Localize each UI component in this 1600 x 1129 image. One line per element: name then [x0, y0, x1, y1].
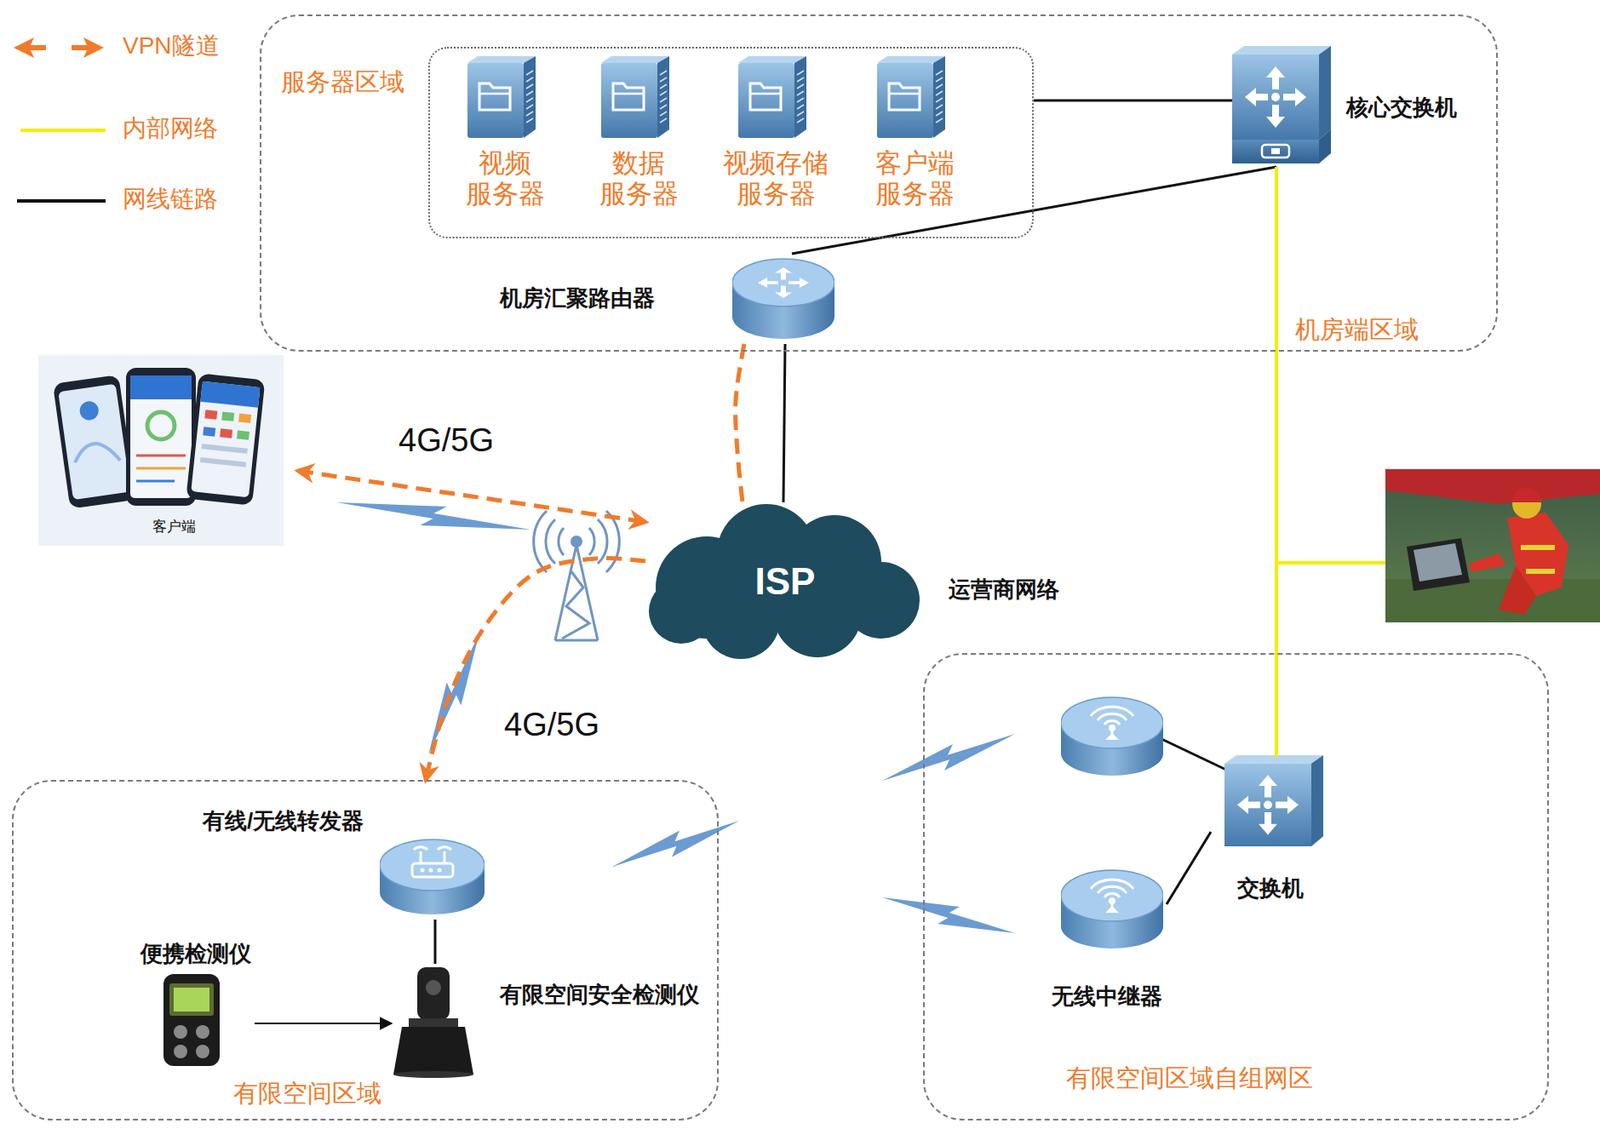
device-label: 便携检测仪: [140, 941, 252, 968]
safety-detector-icon: [393, 967, 474, 1079]
client-phones: [38, 355, 284, 546]
server-node: 数据 服务器: [579, 56, 702, 212]
forwarder-icon: [379, 839, 485, 915]
tower-top: [570, 535, 583, 548]
legend-row: VPN隧道: [11, 28, 259, 67]
repeater-node: 无线中继器: [1047, 866, 1167, 1021]
firefighter-photo: [1385, 469, 1600, 623]
detector-node: 有限空间安全检测仪: [391, 963, 703, 1080]
cell-tower: [533, 510, 620, 641]
internal-link: [1274, 166, 1279, 757]
lightning-bolt: [882, 734, 1016, 781]
internal-branch: [1274, 561, 1386, 565]
detector-node: 便携检测仪: [137, 941, 255, 1070]
server-icon: [467, 56, 536, 138]
server-label: 客户端 服务器: [854, 148, 975, 209]
router-icon: [732, 258, 835, 339]
server-node: 视频 服务器: [445, 56, 568, 212]
legend-sample: [11, 111, 108, 150]
device-label: 无线中继器: [1051, 984, 1163, 1010]
device-label: 运营商网络: [948, 577, 1060, 603]
server-icon: [601, 56, 670, 138]
client-node: 客户端: [38, 355, 299, 550]
legend-line: [20, 128, 106, 132]
legend-arrow: [71, 37, 104, 58]
lightning-bolt: [612, 820, 740, 867]
wireless-bolts: [336, 502, 1016, 934]
lightning-bolt: [882, 897, 1016, 934]
lightning-bolt: [428, 632, 480, 756]
server-icon: [738, 56, 807, 138]
region-box: 机房端区域服务器区域视频 服务器数据 服务器视频存储 服务器客户端 服务器核心交…: [259, 14, 1498, 352]
region-label: 服务器区域: [281, 68, 405, 97]
legend: VPN隧道内部网络网线链路: [11, 0, 259, 239]
isp-node: ISP 运营商网络: [645, 502, 1089, 656]
server-icon: [877, 56, 946, 138]
edge-label: 4G/5G: [504, 706, 600, 745]
region-label: 有限空间区域自组网区: [1066, 1064, 1314, 1093]
image-caption: 客户端: [134, 518, 213, 536]
region-box: 有限空间区域 有线/无线转发器便携检测仪有限空间安全检测仪: [11, 779, 719, 1121]
router-node: 机房汇聚路由器: [499, 253, 837, 345]
cable-link: [791, 166, 1277, 254]
server-label: 视频 服务器: [445, 148, 565, 209]
isp-cloud: [648, 504, 920, 660]
legend-label: VPN隧道: [122, 32, 220, 60]
region-label: 机房端区域: [1295, 315, 1419, 345]
core-switch-node: 核心交换机: [1232, 45, 1488, 167]
device-label: 有限空间安全检测仪: [499, 982, 700, 1009]
device-label: 交换机: [1237, 876, 1304, 902]
server-node: 视频存储 服务器: [716, 56, 839, 212]
arrow-link: [254, 1022, 392, 1025]
vpn-tunnel: [425, 558, 646, 780]
device-label: 有线/无线转发器: [202, 808, 364, 835]
cable-link: [1033, 99, 1233, 103]
lightning-bolt: [336, 502, 531, 530]
legend-arrow: [13, 37, 46, 58]
region-label: 有限空间区域: [233, 1079, 382, 1108]
server-label: 视频存储 服务器: [716, 148, 836, 209]
device-label: 机房汇聚路由器: [499, 286, 655, 312]
legend-label: 内部网络: [122, 114, 218, 143]
forwarder-node: 有线/无线转发器: [202, 808, 489, 920]
server-node: 客户端 服务器: [854, 56, 978, 212]
core-switch-icon: [1232, 45, 1331, 164]
legend-row: 网线链路: [11, 182, 259, 220]
legend-label: 网线链路: [122, 185, 218, 213]
device-label: 核心交换机: [1346, 95, 1457, 121]
vpn-tunnel: [298, 470, 646, 522]
switch-icon: [1224, 755, 1324, 847]
repeater-icon: [1060, 870, 1164, 949]
legend-line: [17, 199, 106, 203]
vpn-tunnel: [735, 344, 745, 503]
cable-link: [783, 344, 786, 503]
server-area-box: 服务器区域视频 服务器数据 服务器视频存储 服务器客户端 服务器: [428, 46, 1034, 239]
legend-sample: [11, 182, 108, 220]
edge-label: 4G/5G: [398, 422, 494, 460]
cloud-label: ISP: [734, 560, 837, 604]
region-box: 有限空间区域自组网区 交换机无线中继器: [923, 653, 1549, 1121]
cable-link: [434, 919, 437, 964]
portable-detector-icon: [163, 974, 220, 1067]
repeater-icon: [1060, 697, 1164, 776]
legend-sample: [11, 28, 108, 67]
cable-link: [1166, 831, 1211, 905]
switch-node: 交换机: [1210, 756, 1331, 911]
server-label: 数据 服务器: [579, 148, 699, 209]
legend-row: 内部网络: [11, 111, 259, 150]
cable-line: [1158, 737, 1228, 771]
